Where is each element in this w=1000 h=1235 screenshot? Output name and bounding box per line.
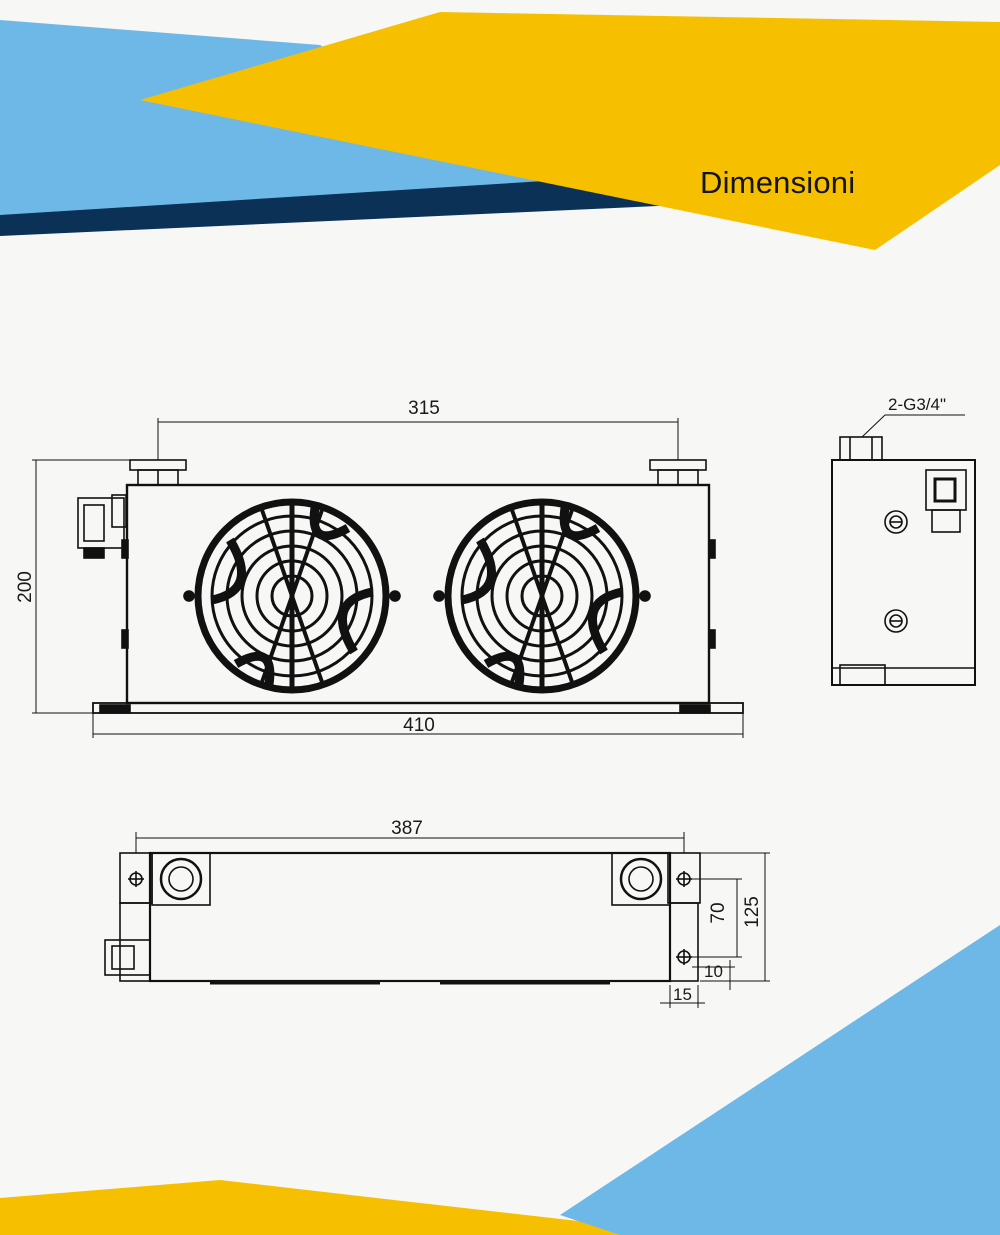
yellow-band-top <box>140 12 1000 250</box>
yellow-band-bottom <box>0 1180 700 1235</box>
side-knob <box>708 629 716 649</box>
dimension-200 <box>32 459 130 714</box>
dimension-label-15: 15 <box>673 985 692 1004</box>
page-title: Dimensioni <box>700 165 856 200</box>
side-connector <box>925 469 967 511</box>
dimension-410 <box>92 713 744 738</box>
fan-left <box>183 498 401 694</box>
dimension-10 <box>692 960 735 990</box>
top-connector <box>104 939 151 976</box>
top-port-left <box>151 852 211 906</box>
front-base-plate <box>92 702 744 714</box>
side-knob <box>121 539 129 559</box>
electrical-connector <box>77 494 127 559</box>
dimension-label-387: 387 <box>391 818 423 839</box>
port-label: 2-G3/4" <box>888 395 946 414</box>
front-foot-left <box>99 704 131 714</box>
fan-right <box>433 498 651 694</box>
side-view <box>831 414 976 686</box>
side-knob <box>708 539 716 559</box>
top-view <box>104 832 770 1008</box>
side-port-top <box>839 436 883 461</box>
side-bolt <box>884 609 908 633</box>
navy-stripe-top <box>0 178 680 236</box>
front-foot-right <box>679 704 711 714</box>
side-body <box>831 459 976 686</box>
side-knob <box>121 629 129 649</box>
dimension-315 <box>157 418 679 460</box>
side-port-bottom <box>839 664 886 686</box>
port-label-leader <box>861 414 965 438</box>
dimension-label-200: 200 <box>15 571 36 603</box>
top-body <box>148 851 672 983</box>
dimension-15 <box>660 985 705 1008</box>
dimension-387 <box>135 832 685 853</box>
front-view: 315 200 410 <box>15 398 744 738</box>
dimension-label-10: 10 <box>704 962 723 981</box>
port-right <box>649 459 707 486</box>
dimension-label-125: 125 <box>742 896 763 928</box>
dimension-label-70: 70 <box>708 902 729 923</box>
top-port-right <box>611 852 671 906</box>
dimension-label-410: 410 <box>403 715 435 736</box>
dimension-label-315: 315 <box>408 398 440 419</box>
top-flange-right-lower <box>669 902 699 982</box>
dimension-70 <box>692 878 742 958</box>
side-bolt <box>884 510 908 534</box>
blue-band-bottom <box>560 925 1000 1235</box>
port-left <box>129 459 187 486</box>
